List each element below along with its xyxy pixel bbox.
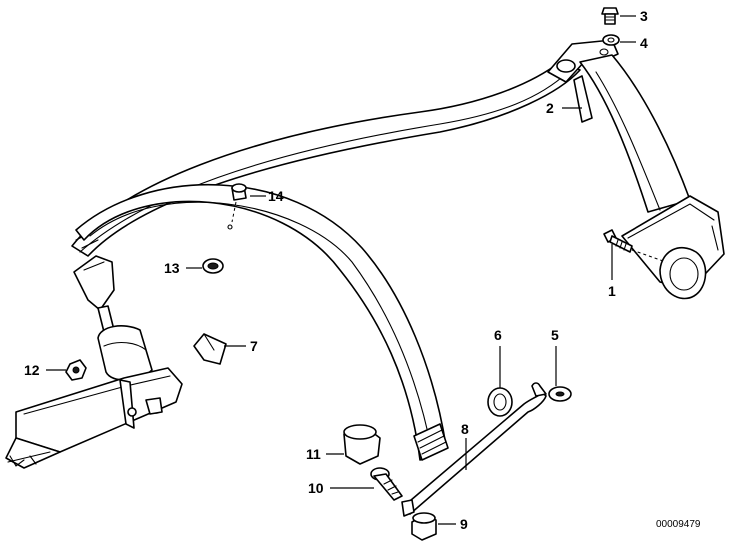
clip-part-14 bbox=[227, 183, 247, 230]
callout-14: 14 bbox=[268, 188, 284, 204]
cap-part-6 bbox=[487, 387, 513, 417]
callout-9: 9 bbox=[460, 516, 468, 532]
diagram-reference-number: 00009479 bbox=[656, 519, 701, 530]
callout-4: 4 bbox=[640, 35, 648, 51]
lap-belt-strap bbox=[75, 183, 449, 461]
buckle-bracket bbox=[5, 367, 183, 469]
callout-7: 7 bbox=[250, 338, 258, 354]
callout-13: 13 bbox=[164, 260, 180, 276]
buckle-tongue-and-stalk bbox=[73, 255, 153, 381]
spring-nut-part-13 bbox=[202, 258, 224, 274]
right-belt-strap bbox=[579, 54, 691, 213]
leader-lines bbox=[46, 15, 636, 525]
callout-1: 1 bbox=[608, 283, 616, 299]
cover-part-7 bbox=[193, 333, 227, 365]
belt-retractor bbox=[621, 195, 725, 300]
washer-part-4 bbox=[602, 34, 620, 46]
callout-6: 6 bbox=[494, 327, 502, 343]
callout-5: 5 bbox=[551, 327, 559, 343]
callout-8: 8 bbox=[461, 421, 469, 437]
rod-part-8 bbox=[401, 382, 547, 517]
bolt-part-3 bbox=[601, 7, 619, 25]
callout-labels: 3 4 2 1 14 13 12 7 6 5 8 11 10 9 bbox=[24, 8, 648, 532]
callout-10: 10 bbox=[308, 480, 324, 496]
bushing-part-11 bbox=[343, 424, 381, 465]
nut-part-12 bbox=[65, 359, 87, 381]
washer-part-5 bbox=[548, 386, 572, 402]
callout-3: 3 bbox=[640, 8, 648, 24]
callout-2: 2 bbox=[546, 100, 554, 116]
sleeve-part-9 bbox=[411, 512, 437, 541]
bolt-part-10 bbox=[370, 467, 403, 501]
callout-12: 12 bbox=[24, 362, 40, 378]
callout-11: 11 bbox=[306, 446, 321, 462]
bolt-part-1 bbox=[603, 229, 667, 263]
